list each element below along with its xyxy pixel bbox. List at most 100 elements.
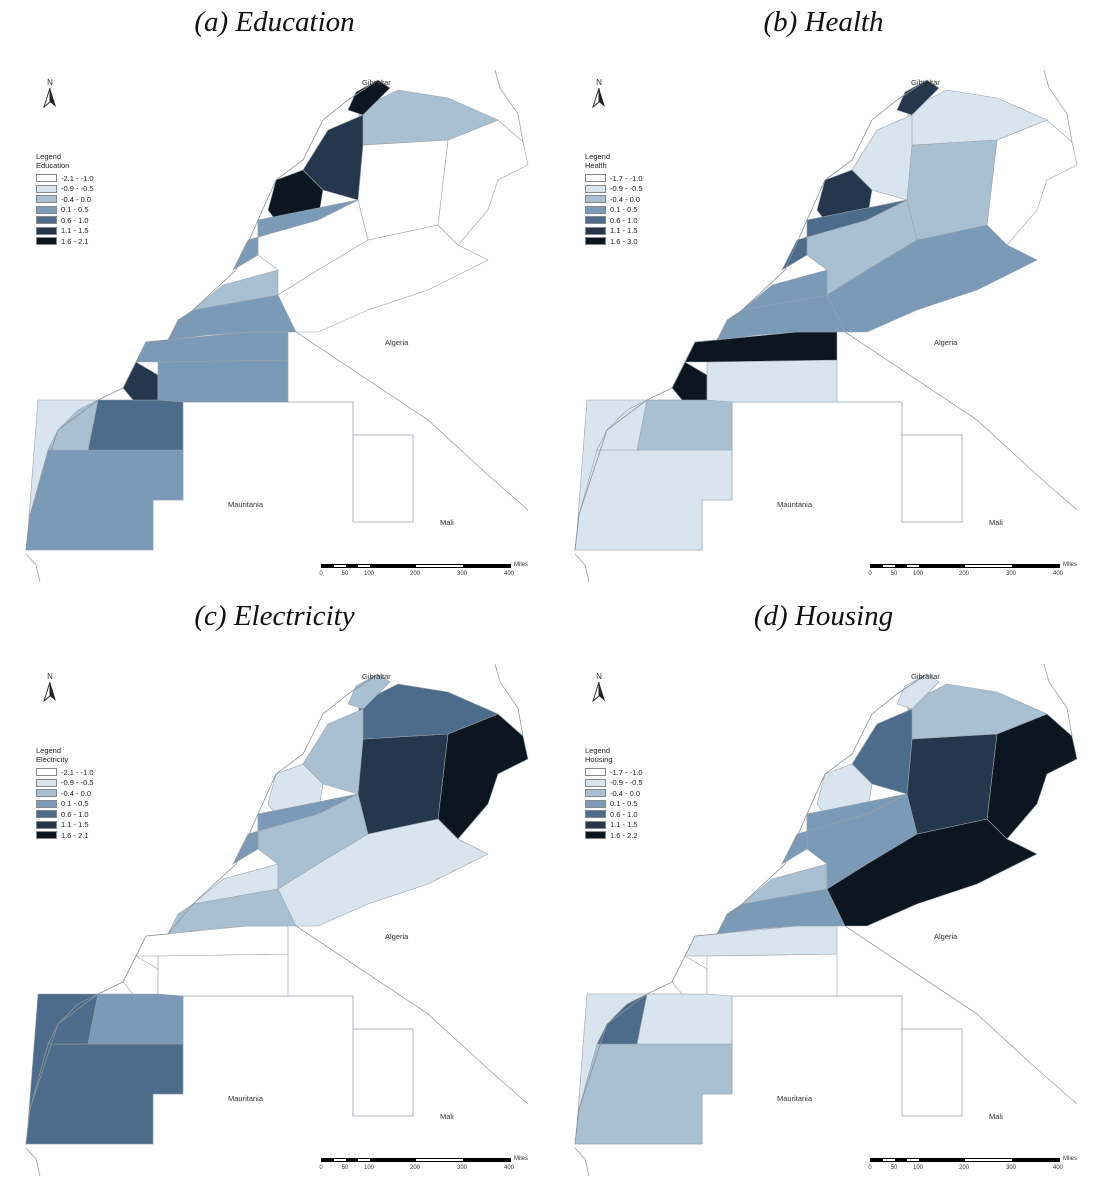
legend-swatch [585, 216, 606, 225]
legend-swatch [585, 195, 606, 204]
label-algeria: Algeria [385, 338, 409, 347]
legend-item: 0.1 - 0.5 [585, 205, 643, 216]
region-dakhla-s [25, 449, 184, 551]
scale-seg [463, 565, 510, 567]
legend-item: -2.1 - -1.0 [36, 173, 94, 184]
choropleth-map [25, 70, 529, 583]
legend-swatch [585, 768, 606, 777]
legend-label: -0.9 - -0.5 [610, 184, 643, 194]
scale-seg [871, 1159, 883, 1161]
legend-item: 1.6 - 2.1 [36, 236, 94, 247]
scale-seg [358, 565, 370, 567]
legend-variable: Housing [585, 755, 613, 764]
scale-tick-label: 100 [912, 571, 924, 577]
north-arrow-icon [592, 87, 605, 109]
legend-swatch [585, 184, 606, 193]
scale-tick-label: 100 [363, 571, 375, 577]
legend-swatch [36, 174, 57, 183]
region-aousserd [47, 399, 99, 451]
legend-item: -0.9 - -0.5 [585, 184, 643, 195]
legend: Legend Electricity -2.1 - -1.0-0.9 - -0.… [36, 746, 94, 841]
region-oriental [986, 119, 1078, 246]
region-midatlas [906, 139, 998, 241]
legend-variable: Electricity [36, 755, 69, 764]
legend-item: -0.4 - 0.0 [36, 788, 94, 799]
scale-seg [895, 565, 907, 567]
region-smara [157, 359, 289, 403]
region-dakhla-n [87, 399, 184, 451]
scale-tick-label: 400 [503, 1165, 515, 1171]
label-mauritania: Mauritania [228, 500, 264, 509]
map-panel-1: (a) Education [0, 0, 549, 593]
north-arrow: N [38, 78, 62, 114]
legend-swatch [585, 205, 606, 214]
label-mali: Mali [989, 1112, 1003, 1121]
legend-title: Legend Electricity [36, 746, 94, 764]
region-boujdour [671, 955, 708, 995]
legend-item: 0.1 - 0.5 [36, 205, 94, 216]
region-midatlas [906, 733, 998, 835]
legend-item: 1.6 - 2.2 [585, 830, 643, 841]
scale-seg [883, 565, 895, 567]
legend-label: 0.6 - 1.0 [610, 215, 638, 225]
north-arrow: N [587, 78, 611, 114]
legend-item: 0.1 - 0.5 [36, 799, 94, 810]
scale-tick-label: 400 [1052, 571, 1064, 577]
legend-label: 1.1 - 1.5 [61, 226, 89, 236]
region-dakhla-n [636, 993, 733, 1045]
legend-item: 0.6 - 1.0 [585, 215, 643, 226]
map-area: N Legend Health -1.7 - -1.0-0.9 - -0.5-0… [567, 70, 1089, 585]
region-dakhla-n [636, 399, 733, 451]
legend-label: 1.1 - 1.5 [610, 820, 638, 830]
coastline [574, 79, 928, 551]
legend-label: 0.1 - 0.5 [610, 205, 638, 215]
legend-swatch [36, 226, 57, 235]
scale-seg [965, 1159, 1012, 1161]
scale-bar-track [321, 1158, 511, 1162]
legend-title: Legend Health [585, 152, 643, 170]
legend-variable: Health [585, 161, 607, 170]
region-beni [317, 793, 359, 815]
choropleth-map [25, 664, 529, 1177]
region-aousserd [47, 993, 99, 1045]
region-smara [706, 359, 838, 403]
scale-seg [322, 1159, 334, 1161]
map-area: N Legend Electricity -2.1 - -1.0-0.9 - -… [18, 664, 540, 1179]
label-mauritania: Mauritania [777, 1094, 813, 1103]
scale-tick-label: 0 [868, 1165, 872, 1171]
scale-tick-label: 100 [363, 1165, 375, 1171]
scale-seg [334, 565, 346, 567]
scale-tick-label: 300 [456, 1165, 468, 1171]
scale-tick-label: 200 [958, 1165, 970, 1171]
map-panel-2: (b) Health [549, 0, 1098, 593]
legend-swatch [585, 831, 606, 840]
scale-tick-label: 100 [912, 1165, 924, 1171]
label-mauritania: Mauritania [228, 1094, 264, 1103]
region-aousserd [596, 399, 648, 451]
legend-label: 0.1 - 0.5 [61, 799, 89, 809]
legend-label: 0.1 - 0.5 [61, 205, 89, 215]
legend-item: 0.1 - 0.5 [585, 799, 643, 810]
choropleth-map [574, 70, 1078, 583]
scale-tick-label: 300 [456, 571, 468, 577]
neighbor-borders [574, 70, 1078, 583]
legend-label: 0.6 - 1.0 [61, 809, 89, 819]
legend-label: 0.6 - 1.0 [610, 809, 638, 819]
legend-swatch [585, 820, 606, 829]
legend-item: 0.6 - 1.0 [36, 809, 94, 820]
legend-swatch [36, 799, 57, 808]
scale-bar-track [321, 564, 511, 568]
legend-swatch [36, 184, 57, 193]
regions [25, 673, 529, 1145]
legend-item: -0.9 - -0.5 [585, 778, 643, 789]
legend-swatch [36, 820, 57, 829]
scale-seg [919, 1159, 965, 1161]
region-laayoune [684, 925, 838, 957]
north-label: N [47, 672, 53, 681]
